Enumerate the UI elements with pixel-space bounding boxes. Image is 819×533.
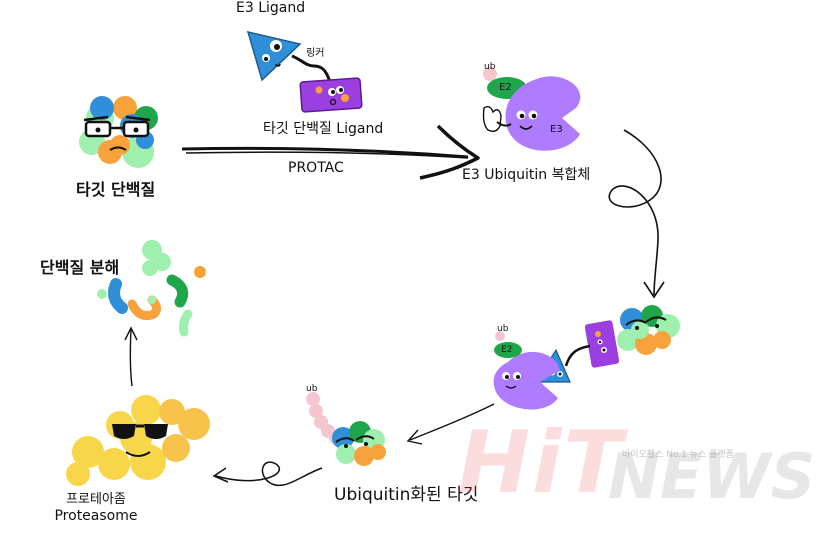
arrow-to-ub-target bbox=[406, 403, 495, 445]
e3-pacman-top bbox=[505, 76, 581, 151]
ubiquitinated-target-label: Ubiquitin화된 타깃 bbox=[334, 485, 479, 505]
proteasome-en-label: Proteasome bbox=[54, 508, 138, 524]
protac-label: PROTAC bbox=[288, 160, 344, 176]
degradation-label: 단백질 분해 bbox=[40, 258, 120, 277]
target-ligand-mid bbox=[584, 320, 620, 368]
target-ligand-rect bbox=[299, 77, 363, 113]
proteasome-ko-label: 프로테아좀 bbox=[66, 492, 126, 507]
target-protein-mid bbox=[617, 305, 680, 355]
e2-badge-mid bbox=[494, 342, 522, 358]
e2-label-mid: E2 bbox=[501, 345, 513, 355]
e3-pacman-mid bbox=[493, 351, 560, 410]
watermark-news: NEWS bbox=[608, 440, 816, 513]
e3-ligand-triangle bbox=[246, 30, 302, 82]
ub-label-top: ub bbox=[484, 62, 496, 72]
linker-line bbox=[291, 54, 332, 83]
up-arrow bbox=[124, 326, 138, 387]
target-protein-label: 타깃 단백질 bbox=[76, 180, 156, 199]
e3-ligand-label: E3 Ligand bbox=[236, 0, 306, 16]
curl-arrow-right bbox=[608, 129, 665, 299]
ub-ball-top bbox=[483, 67, 497, 81]
linker-line-mid bbox=[564, 344, 591, 367]
degraded-fragments bbox=[97, 240, 206, 337]
curl-arrow-bottom bbox=[212, 461, 323, 487]
sunglasses-face bbox=[112, 424, 168, 457]
e2-label-top: E2 bbox=[499, 82, 512, 93]
protac-arrow bbox=[181, 124, 480, 180]
ub-label-mid: ub bbox=[497, 324, 509, 334]
target-ligand-label: 타깃 단백질 Ligand bbox=[263, 121, 384, 137]
ub-chain-label: ub bbox=[306, 384, 318, 394]
e3-label-top: E3 bbox=[550, 124, 563, 135]
e3-complex-label: E3 Ubiquitin 복합체 bbox=[462, 167, 591, 183]
watermark-brand: HiT bbox=[458, 413, 625, 513]
ub-target-protein bbox=[332, 421, 386, 466]
glasses-face bbox=[83, 115, 151, 151]
proteasome-blob bbox=[66, 395, 210, 486]
linker-label: 링커 bbox=[306, 48, 325, 59]
waving-hand bbox=[482, 105, 512, 133]
watermark-tagline: 바이오헬스 No.1 뉴스 플랫폼 bbox=[622, 450, 735, 460]
ub-ball-mid bbox=[495, 331, 505, 341]
